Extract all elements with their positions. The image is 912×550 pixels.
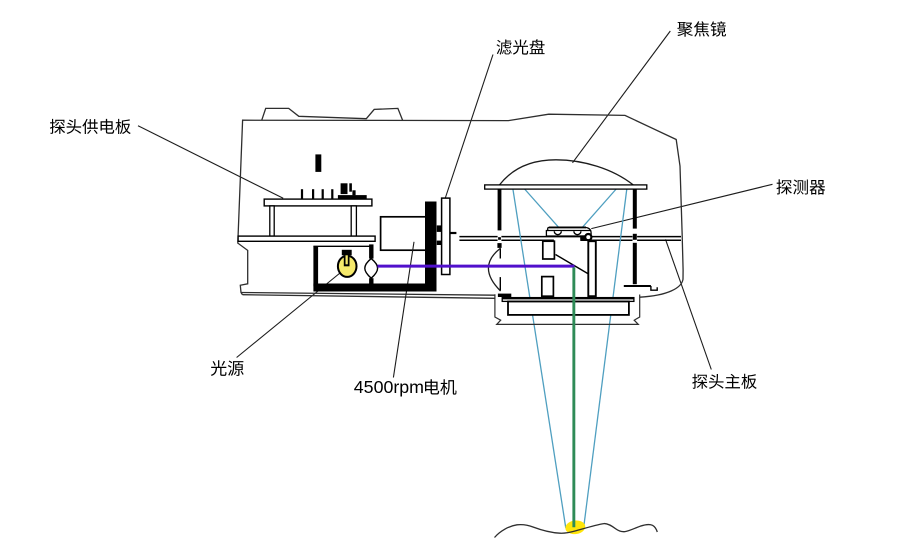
svg-text:4500rpm: 4500rpm bbox=[354, 377, 424, 397]
